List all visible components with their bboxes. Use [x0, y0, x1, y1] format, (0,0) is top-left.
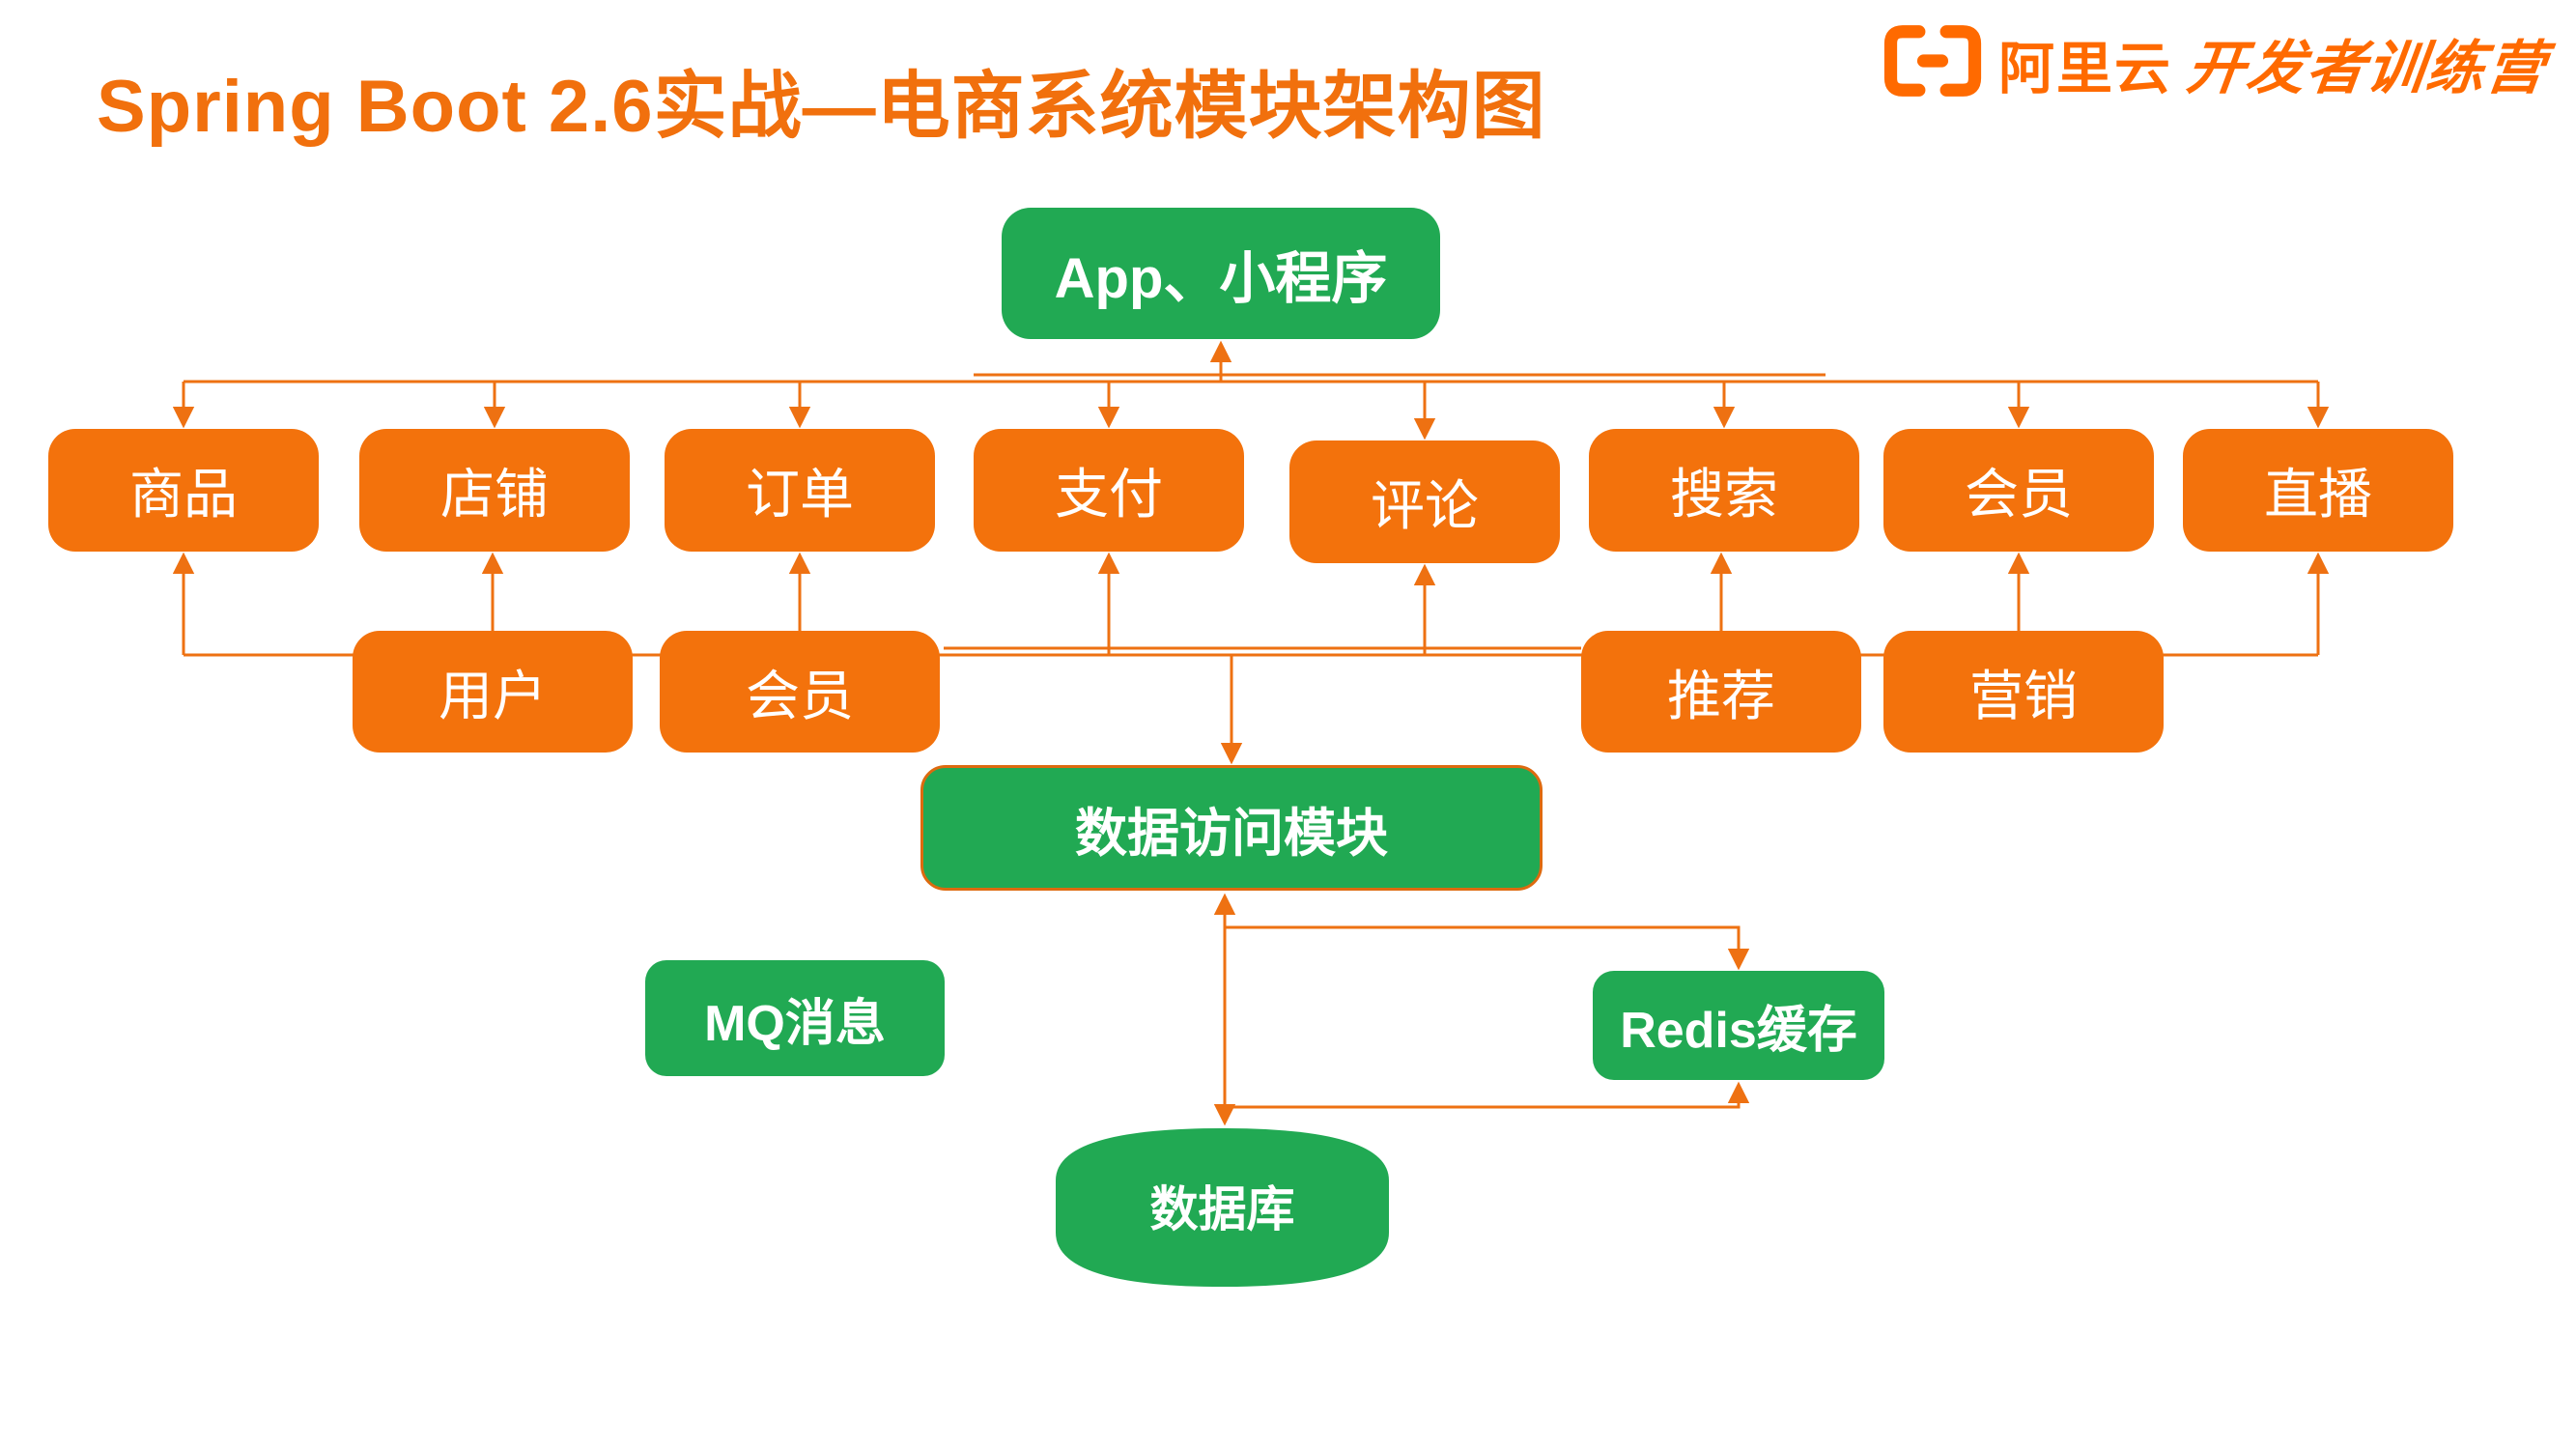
module-box-goods: 商品 — [48, 429, 319, 552]
module-label: 会员 — [746, 665, 854, 726]
module-label: 用户 — [439, 665, 547, 726]
module-box-marketing: 营销 — [1883, 631, 2164, 753]
module-label: 评论 — [1371, 475, 1479, 536]
data-access-label: 数据访问模块 — [1075, 804, 1388, 863]
module-label: 搜索 — [1670, 464, 1778, 525]
module-box-shop: 店铺 — [359, 429, 630, 552]
module-label: 支付 — [1055, 464, 1163, 525]
module-label: 店铺 — [440, 464, 549, 525]
database-label: 数据库 — [1149, 1182, 1295, 1236]
module-label: 订单 — [746, 464, 854, 525]
module-box-member: 会员 — [1883, 429, 2154, 552]
client-label: App、小程序 — [1054, 247, 1388, 310]
mq-box: MQ消息 — [645, 960, 945, 1076]
redis-box: Redis缓存 — [1593, 971, 1884, 1080]
module-label: 推荐 — [1667, 665, 1775, 726]
module-box-live: 直播 — [2183, 429, 2453, 552]
module-label: 商品 — [129, 464, 238, 525]
module-label: 会员 — [1965, 464, 2073, 525]
database-cylinder — [1056, 1128, 1389, 1287]
module-box-review: 评论 — [1289, 440, 1560, 563]
module-box-order: 订单 — [665, 429, 935, 552]
mq-label: MQ消息 — [704, 995, 886, 1052]
module-box-user: 用户 — [353, 631, 633, 753]
module-label: 营销 — [1969, 665, 2078, 726]
client-box: App、小程序 — [1002, 208, 1440, 339]
module-box-payment: 支付 — [974, 429, 1244, 552]
module-box-member2: 会员 — [660, 631, 940, 753]
redis-label: Redis缓存 — [1620, 1003, 1857, 1059]
alibaba-cloud-logo: 阿里云 开发者训练营 — [1882, 21, 2550, 105]
alibaba-cloud-bracket-icon — [1882, 24, 1983, 102]
module-box-recommend: 推荐 — [1581, 631, 1861, 753]
page-title: Spring Boot 2.6实战—电商系统模块架构图 — [97, 66, 1546, 148]
module-box-search: 搜索 — [1589, 429, 1859, 552]
data-access-box: 数据访问模块 — [920, 765, 1543, 891]
logo-brand-text: 阿里云 — [1997, 37, 2172, 100]
module-label: 直播 — [2264, 464, 2372, 525]
